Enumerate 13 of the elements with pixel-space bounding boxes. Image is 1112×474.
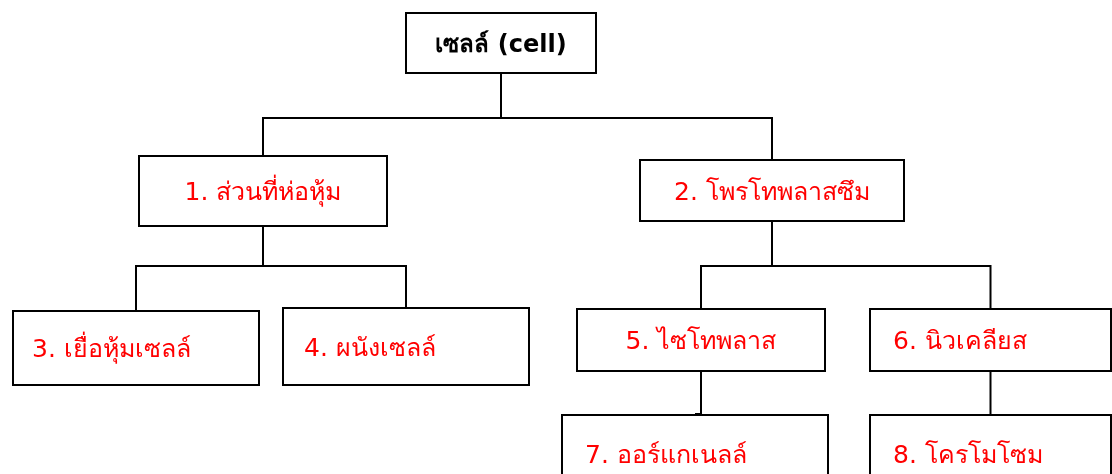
category-box: 3. เยื่อหุ้มเซลล์ xyxy=(12,310,260,386)
connector-line xyxy=(500,73,773,160)
category-box: 2. โพรโทพลาสซึม xyxy=(639,159,905,222)
category-box: 7. ออร์แกเนลล์ xyxy=(561,414,829,474)
connector-line xyxy=(989,371,992,415)
category-box: 6. นิวเคลียส xyxy=(869,308,1112,372)
category-box: 5. ไซโทพลาส xyxy=(576,308,826,372)
category-box: 1. ส่วนที่ห่อหุ้ม xyxy=(138,155,388,227)
root-box: เซลล์ (cell) xyxy=(405,12,597,74)
connector-line xyxy=(694,371,702,415)
connector-line xyxy=(262,226,407,308)
category-box: 4. ผนังเซลล์ xyxy=(282,307,530,386)
category-box: 8. โครโมโซม xyxy=(869,414,1112,474)
